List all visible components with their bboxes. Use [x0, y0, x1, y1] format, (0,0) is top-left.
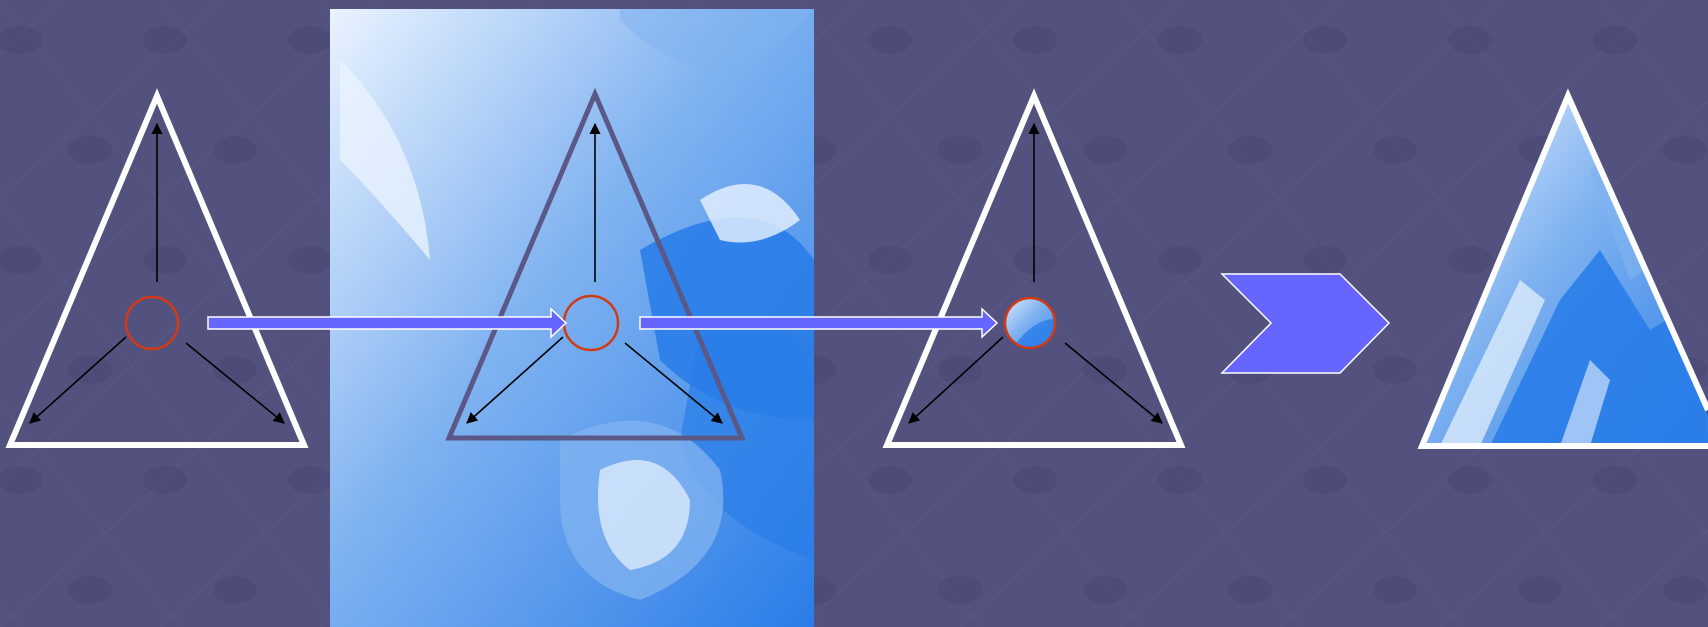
slide-canvas	[0, 0, 1708, 627]
diagram-svg	[0, 0, 1708, 627]
slide-background	[0, 0, 1708, 627]
